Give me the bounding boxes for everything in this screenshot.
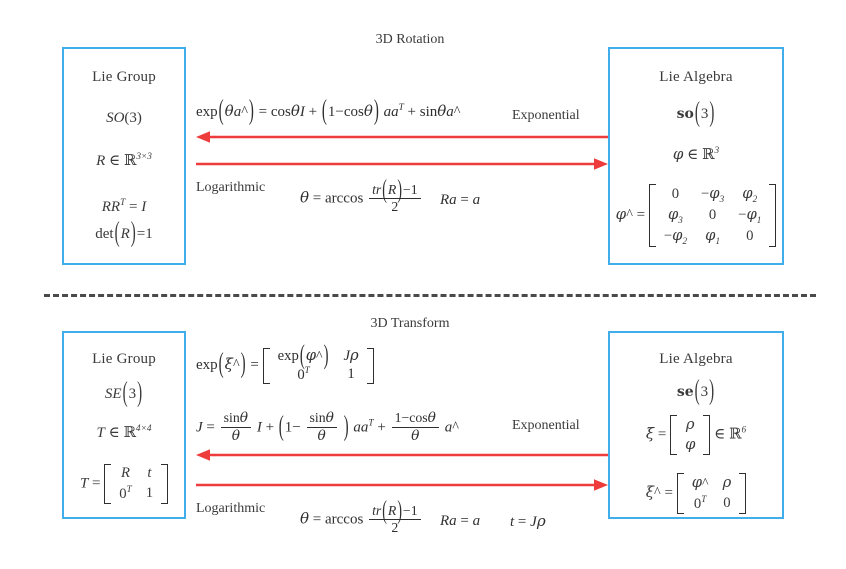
transform-exponential-arrow: [196, 448, 608, 462]
lie-algebra-box-se3-title: Lie Algebra: [659, 351, 733, 367]
section-divider: [44, 294, 816, 297]
rotation-logarithmic-arrow: [196, 157, 608, 171]
rotation-logarithmic-theta-formula: θ = arccos tr(R)−1 2: [300, 176, 423, 215]
transform-logarithmic-theta-formula: θ = arccos tr(R)−1 2: [300, 497, 423, 536]
matrix-row: exp(φ^) Jρ: [277, 340, 359, 371]
matrix-row: 0 −φ3 φ2: [671, 185, 758, 204]
so3-algebra-dimension: φ ∈ ℝ3: [672, 145, 720, 163]
lie-group-box-se3-title: Lie Group: [92, 351, 156, 367]
se3-dimension: T ∈ ℝ4×4: [96, 423, 152, 441]
rotation-logarithmic-label: Logarithmic: [196, 180, 266, 195]
matrix-row: −φ2 φ1 0: [663, 226, 754, 246]
lie-algebra-box-so3-title: Lie Algebra: [659, 69, 733, 85]
transform-logarithmic-translation-formula: t = Jρ: [510, 512, 546, 530]
matrix-row: ρ: [685, 416, 695, 433]
so3-orthogonality: RRT = I: [101, 198, 147, 215]
transform-logarithmic-arrow: [196, 478, 608, 492]
lie-group-box-so3-title: Lie Group: [92, 69, 156, 85]
transform-exponential-matrix-formula: exp(ξ^) = exp(φ^) Jρ 0T 1: [196, 340, 374, 384]
transform-logarithmic-label: Logarithmic: [196, 501, 266, 516]
se3-group-name: SE(3): [104, 378, 143, 409]
matrix-row: φ3 0 −φ1: [667, 205, 762, 225]
rotation-exponential-arrow: [196, 130, 608, 144]
rotation-logarithmic-axis-formula: Ra = a: [440, 192, 481, 208]
transform-J-formula: J = sinθ θ I + (1− sinθ θ ) aaT + 1−cosθ…: [196, 410, 459, 445]
lie-algebra-box-se3: Lie Algebra se(3) ξ = ρ φ ∈ ℝ6 ξ^ =: [608, 331, 784, 519]
xi-vector: ξ = ρ φ ∈ ℝ6: [645, 415, 747, 455]
phi-hat-matrix: φ^ = 0 −φ3 φ2 φ3 0 −φ1 −φ2: [616, 184, 777, 247]
lie-group-box-so3: Lie Group SO(3) R ∈ ℝ3×3 RRT = I det(R)=…: [62, 47, 186, 265]
transform-logarithmic-axis-formula: Ra = a: [440, 513, 481, 529]
transform-exponential-label: Exponential: [512, 418, 580, 433]
section-title-rotation: 3D Rotation: [375, 32, 445, 47]
matrix-row: φ^ρ: [691, 474, 732, 491]
lie-algebra-box-so3: Lie Algebra so(3) φ ∈ ℝ3 φ^ = 0 −φ3 φ2 φ…: [608, 47, 784, 265]
rotation-exponential-label: Exponential: [512, 108, 580, 123]
so3-determinant: det(R)=1: [95, 218, 153, 249]
matrix-row: φ: [685, 436, 696, 453]
se3-algebra-name: se(3): [676, 376, 715, 407]
so3-group-name: SO(3): [106, 110, 142, 126]
so3-dimension: R ∈ ℝ3×3: [96, 151, 152, 169]
section-title-transform: 3D Transform: [370, 316, 450, 331]
rotation-exponential-formula: exp(θa^) = cosθI + (1−cosθ) aaT + sinθa^: [196, 96, 461, 127]
so3-algebra-name: so(3): [676, 98, 715, 129]
matrix-row: 0T 1: [297, 364, 355, 383]
